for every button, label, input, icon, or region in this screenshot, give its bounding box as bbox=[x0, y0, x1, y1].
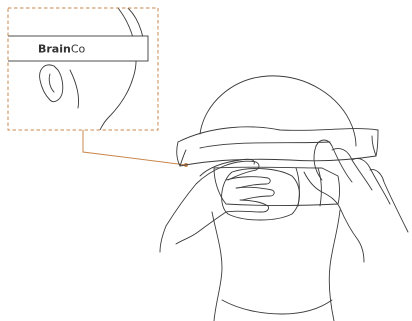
head-dome bbox=[200, 76, 356, 146]
zoom-inset: BrainCo bbox=[4, 8, 158, 130]
leader-line bbox=[83, 130, 186, 165]
brand-logo: BrainCo bbox=[38, 43, 86, 56]
brand-logo-regular: Co bbox=[71, 43, 86, 56]
headband bbox=[177, 127, 378, 206]
right-hand bbox=[304, 140, 408, 262]
ear-outline bbox=[40, 65, 63, 102]
brand-logo-bold: Brain bbox=[38, 43, 71, 56]
